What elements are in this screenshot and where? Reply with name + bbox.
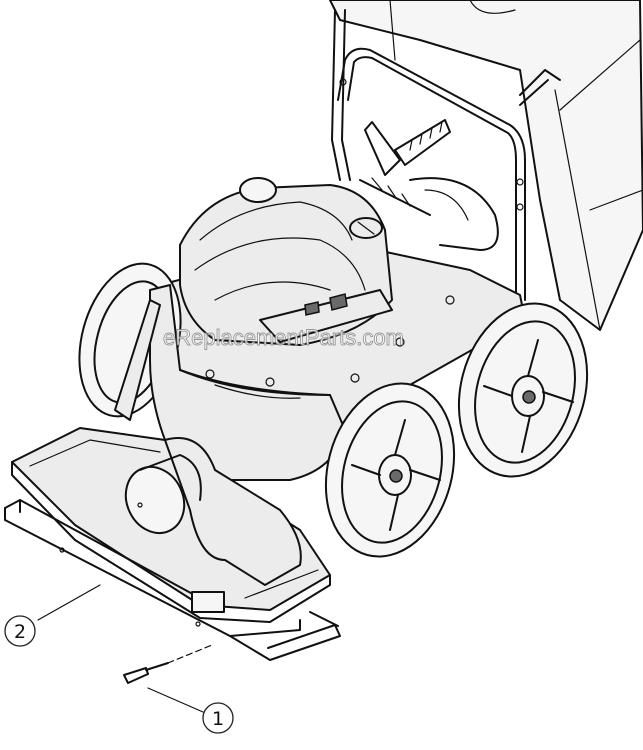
nozzle-tray: [11, 427, 331, 623]
callout-1: 1: [147, 687, 234, 734]
throttle-lever: [359, 119, 499, 251]
callout-2: 2: [4, 584, 101, 647]
blower-housing: [114, 284, 346, 481]
engine: [179, 177, 393, 346]
collection-bag: [329, 0, 643, 331]
front-wheel-right: [457, 302, 589, 478]
callout-2-number: 2: [14, 621, 26, 643]
front-wheel-middle: [324, 382, 456, 558]
watermark-text: eReplacementParts.com: [163, 325, 404, 350]
callout-1-circle: [202, 702, 234, 734]
handle-frame: [331, 9, 561, 301]
callout-1-number: 1: [212, 708, 224, 730]
callout-2-circle: [4, 615, 36, 647]
screw: [123, 644, 213, 684]
bracket: [4, 499, 341, 661]
